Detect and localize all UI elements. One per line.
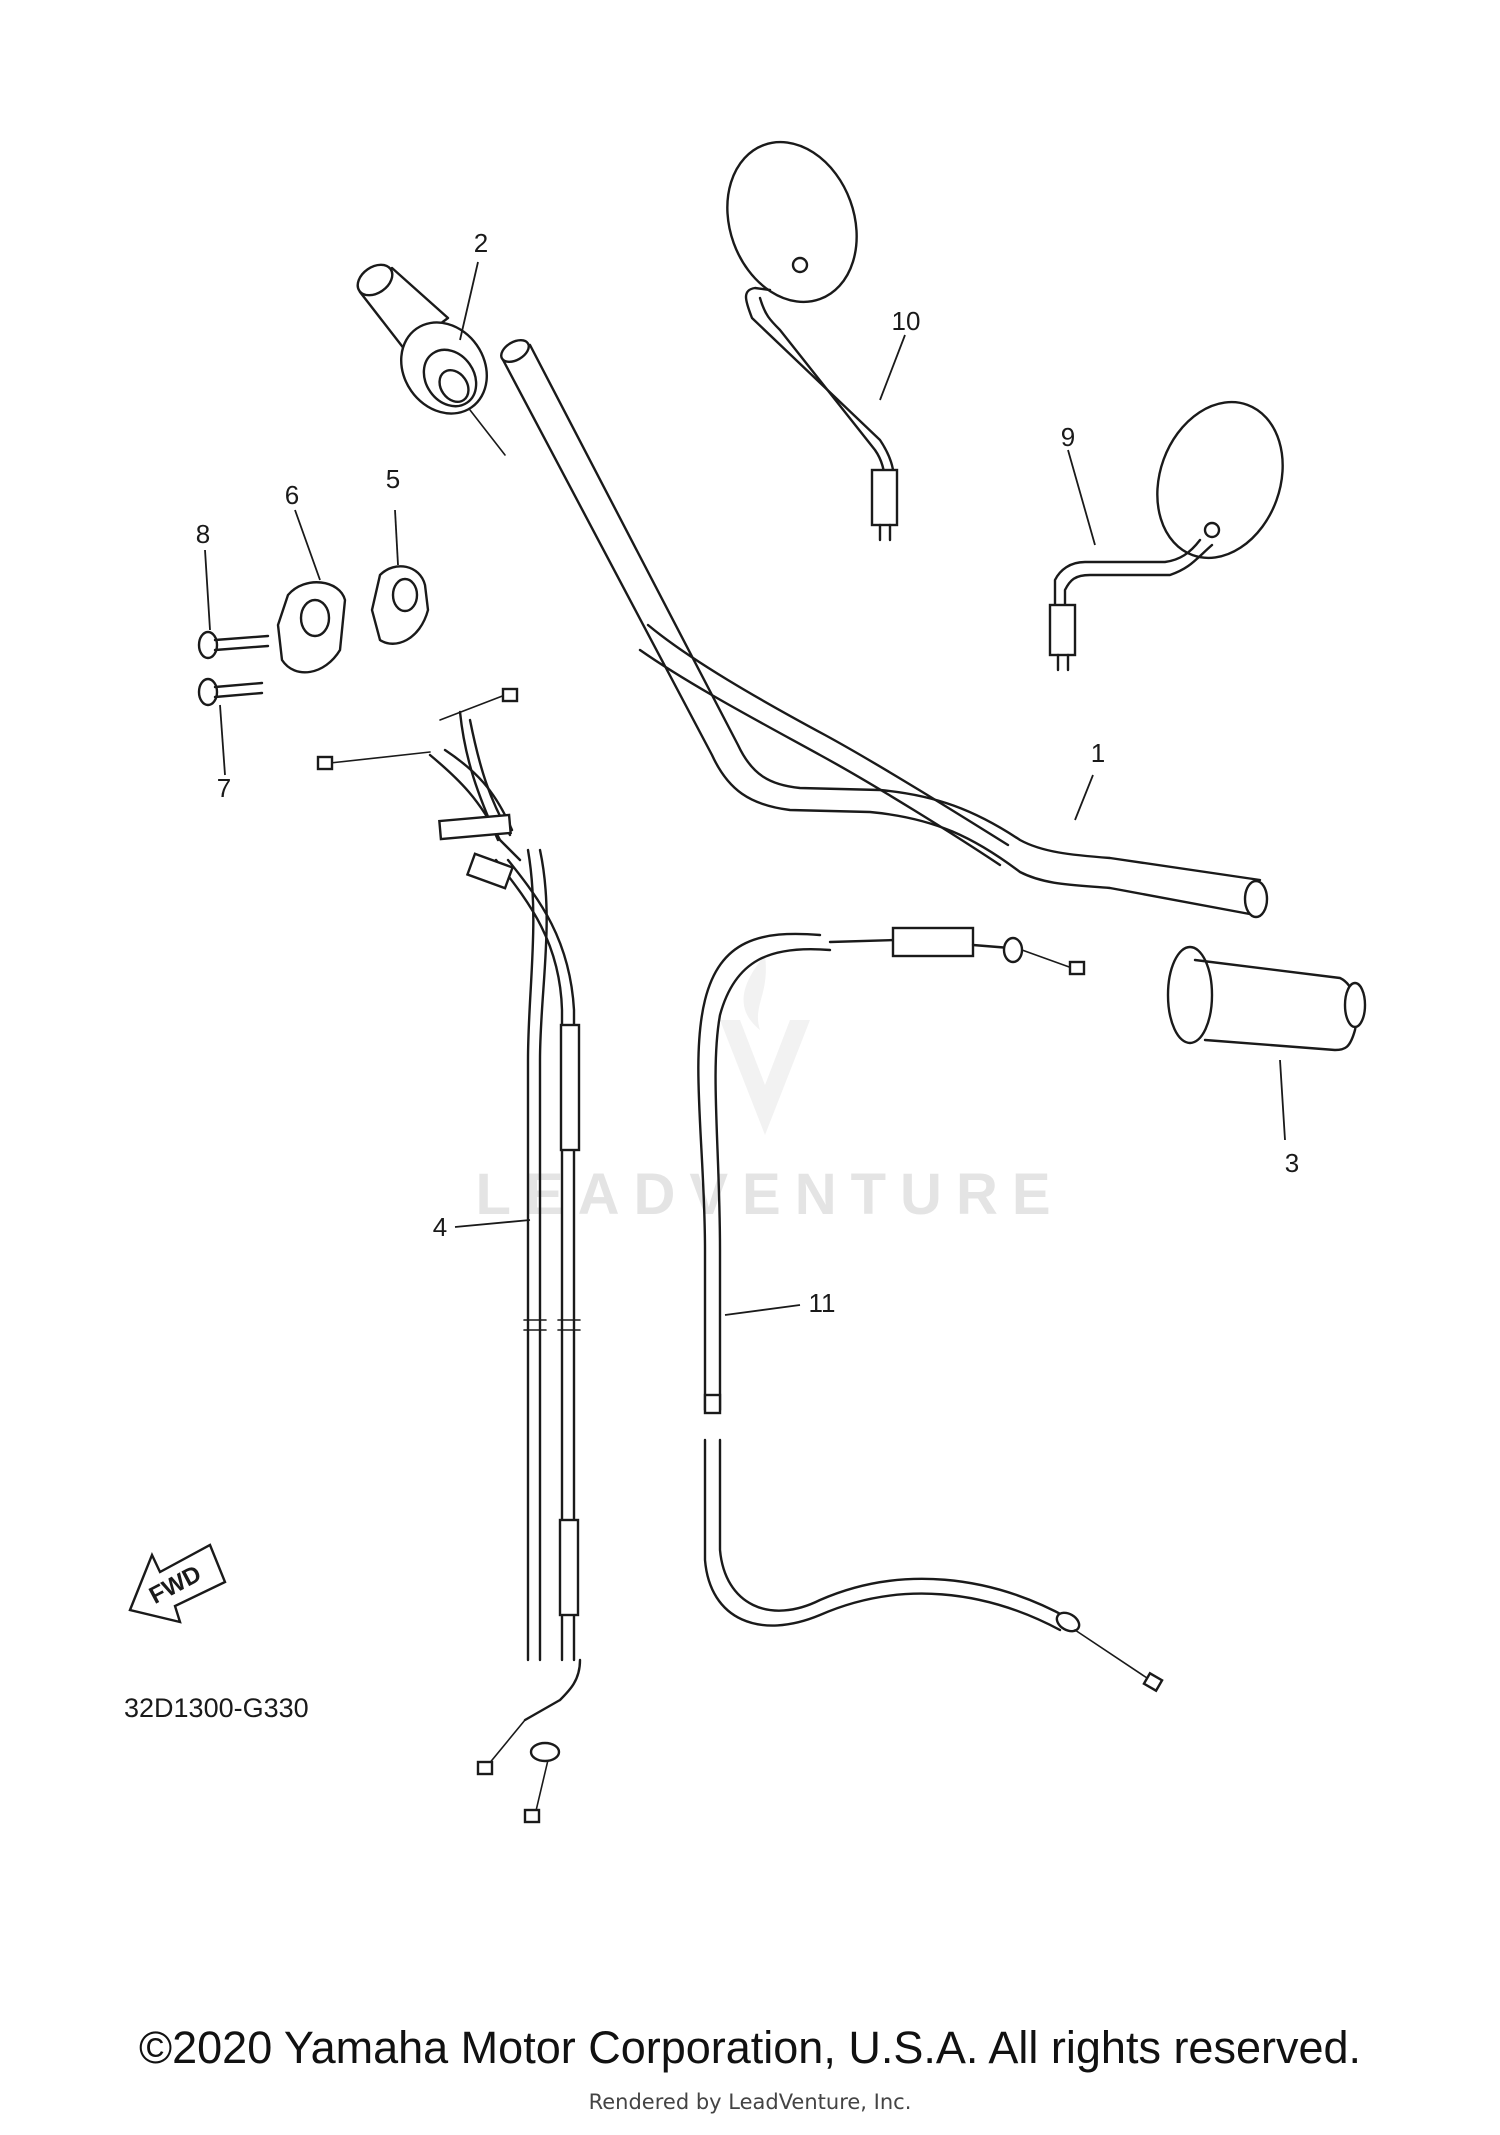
callout-8: 8: [196, 519, 210, 549]
callout-7: 7: [217, 773, 231, 803]
callout-5: 5: [386, 464, 400, 494]
throttle-grip[interactable]: [352, 258, 506, 456]
mirror-left[interactable]: [706, 124, 899, 542]
clutch-cable[interactable]: [697, 926, 1164, 1693]
callout-1: 1: [1091, 738, 1105, 768]
mirror-right[interactable]: [1048, 384, 1304, 672]
callout-3: 3: [1285, 1148, 1299, 1178]
grip-holder-upper[interactable]: [370, 565, 430, 645]
screw-lower[interactable]: [197, 677, 264, 707]
copyright-notice: ©2020 Yamaha Motor Corporation, U.S.A. A…: [138, 2022, 1362, 2073]
left-grip[interactable]: [1166, 945, 1367, 1052]
watermark-text: LEADVENTURE: [475, 1162, 1064, 1227]
callout-2: 2: [474, 228, 488, 258]
diagram-code: 32D1300-G330: [124, 1693, 309, 1723]
leader-lines: [204, 261, 1286, 1316]
callout-4: 4: [433, 1212, 447, 1242]
callout-9: 9: [1061, 422, 1075, 452]
callout-6: 6: [285, 480, 299, 510]
fwd-arrow-icon: FWD: [128, 1543, 227, 1624]
callout-labels: 1 2 3 4 5 6 7 8 9 10 11: [196, 228, 1299, 1318]
handlebar[interactable]: [498, 336, 1269, 919]
watermark-logo: [720, 955, 810, 1135]
grip-holder-lower[interactable]: [276, 581, 347, 674]
rendered-by-notice: Rendered by LeadVenture, Inc.: [588, 2090, 912, 2114]
callout-11: 11: [809, 1288, 836, 1318]
screw-upper[interactable]: [197, 630, 270, 660]
callout-10: 10: [892, 306, 921, 336]
throttle-cables[interactable]: [316, 687, 582, 1824]
